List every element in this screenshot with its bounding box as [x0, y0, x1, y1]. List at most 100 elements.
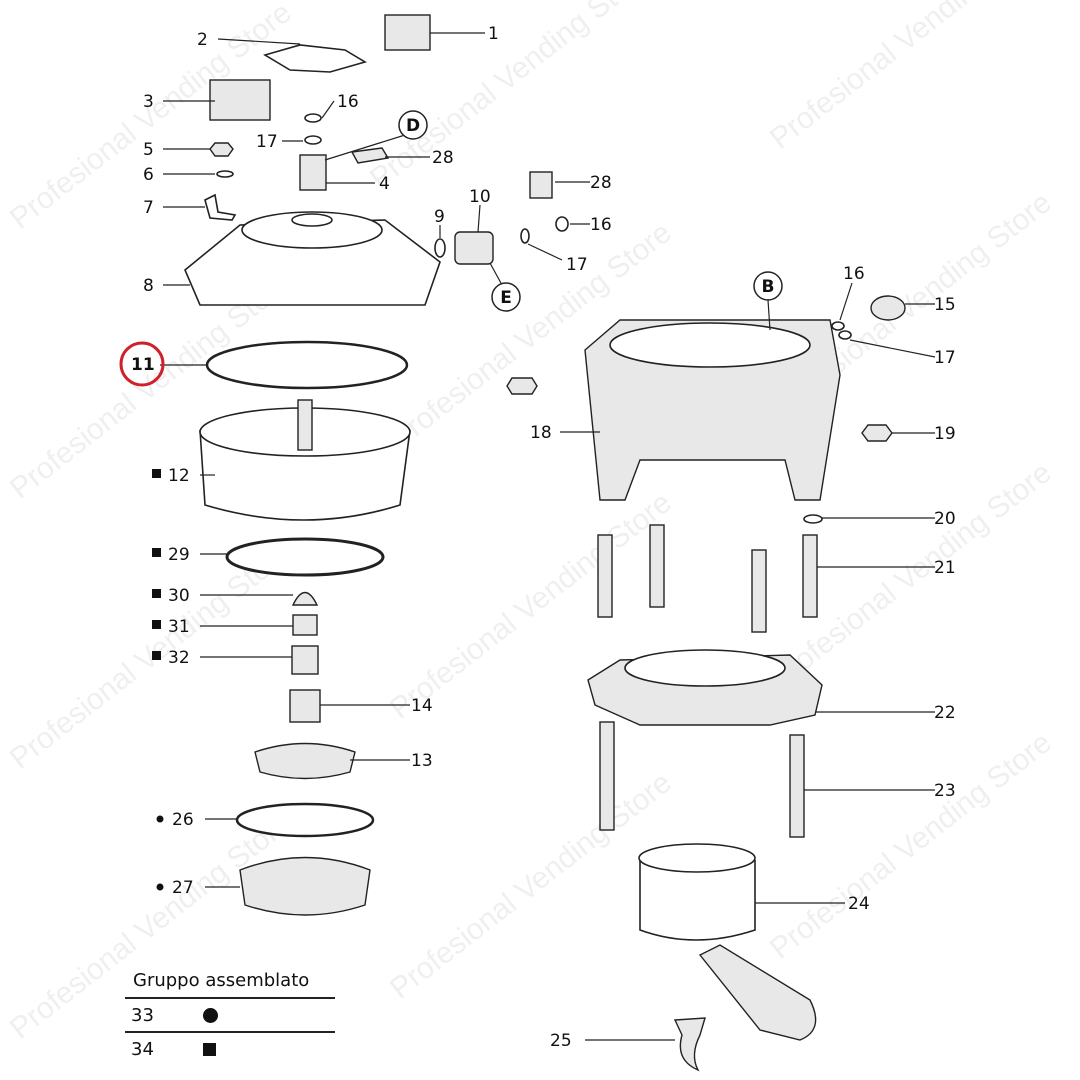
part-label-19: 19 [934, 424, 956, 444]
watermark: Profesional Vending Store [764, 0, 1058, 156]
leader-lines [160, 32, 936, 1041]
callout-b-label: B [762, 277, 775, 297]
part-16-washer-b [831, 321, 845, 331]
part-label-21: 21 [934, 558, 956, 578]
part-29-gasket [225, 537, 385, 577]
part-label-24: 24 [848, 894, 870, 914]
part-labels: 1 2 3 16 17 5 28 6 4 28 10 7 9 16 17 8 1… [131, 24, 956, 1051]
callout-e-label: E [500, 288, 512, 308]
part-1-clip [384, 14, 431, 51]
part-label-4: 4 [379, 174, 390, 194]
part-label-28: 28 [590, 173, 612, 193]
part-label-31: 31 [168, 617, 190, 637]
callout-d: D [398, 110, 428, 140]
part-19-nut [861, 424, 893, 442]
part-label-9: 9 [434, 207, 445, 227]
part-18-nut [506, 377, 538, 395]
part-label-29: 29 [168, 545, 190, 565]
part-label-22: 22 [934, 703, 956, 723]
square-marker [152, 469, 161, 478]
part-label-6: 6 [143, 165, 154, 185]
part-17-washer-b [838, 330, 852, 340]
part-label-17: 17 [934, 348, 956, 368]
part-label-25: 25 [550, 1031, 572, 1051]
square-marker [152, 620, 161, 629]
part-21-screw [802, 534, 818, 618]
part-4-fitting [299, 154, 327, 191]
part-14-spring [289, 689, 321, 723]
part-15-cap [870, 295, 906, 321]
part-label-16: 16 [337, 92, 359, 112]
part-label-18: 18 [530, 423, 552, 443]
part-label-20: 20 [934, 509, 956, 529]
part-label-27: 27 [172, 878, 194, 898]
part-18-group [584, 319, 841, 501]
part-21-screw [751, 549, 767, 633]
part-label-14: 14 [411, 696, 433, 716]
callout-b: B [753, 271, 783, 301]
circle-marker [156, 883, 164, 891]
part-3-clip [209, 79, 271, 121]
part-16-washer [304, 113, 322, 123]
callout-e: E [491, 282, 521, 312]
part-label-26: 26 [172, 810, 194, 830]
square-marker [152, 548, 161, 557]
part-label-32: 32 [168, 648, 190, 668]
part-label-13: 13 [411, 751, 433, 771]
part-label-16: 16 [590, 215, 612, 235]
part-28-clip-right [529, 171, 553, 199]
part-label-23: 23 [934, 781, 956, 801]
part-32-nut [291, 645, 319, 675]
part-label-30: 30 [168, 586, 190, 606]
part-17-washer [304, 135, 322, 145]
part-24-rim [638, 843, 756, 873]
part-label-8: 8 [143, 276, 154, 296]
watermark: Profesional Vending Store [764, 726, 1058, 966]
part-8-dome [241, 211, 383, 249]
part-8-head [184, 219, 441, 306]
part-label-2: 2 [197, 30, 208, 50]
part-9-washer [434, 238, 446, 258]
part-5-nut [209, 142, 234, 157]
part-23-screw [789, 734, 805, 838]
part-6-washer [216, 170, 234, 178]
part-11-gasket [205, 340, 409, 390]
part-7-bracket [204, 193, 237, 221]
part-label-15: 15 [934, 295, 956, 315]
part-30-cap [291, 591, 319, 606]
part-12-pin [297, 399, 313, 451]
square-marker [152, 589, 161, 598]
part-21-screw [597, 534, 613, 618]
part-16-washer-right [555, 216, 569, 232]
callout-d-label: D [406, 116, 420, 136]
part-label-17: 17 [566, 255, 588, 275]
part-24-portafilter [639, 860, 756, 941]
part-label-10: 10 [469, 187, 491, 207]
circle-marker-icon [203, 1007, 218, 1023]
part-20-washer [803, 514, 823, 524]
part-drawings [184, 14, 906, 1072]
legend-number: 33 [131, 1004, 154, 1026]
part-28-clip [350, 147, 390, 164]
part-label-3: 3 [143, 92, 154, 112]
square-marker-icon [203, 1042, 216, 1056]
legend-title: Gruppo assemblato [125, 970, 335, 999]
part-26-gasket [235, 802, 375, 838]
part-25-spout [673, 1017, 706, 1072]
part-17-washer-right [520, 228, 530, 244]
legend-number: 34 [131, 1038, 154, 1060]
part-label-12: 12 [168, 466, 190, 486]
part-21-screw [649, 524, 665, 608]
part-label-17: 17 [256, 132, 278, 152]
part-label-7: 7 [143, 198, 154, 218]
part-13-disc [254, 742, 356, 780]
part-24-handle [698, 944, 817, 1041]
assembly-legend: Gruppo assemblato 33 34 [125, 970, 335, 1065]
part-27-filter [239, 856, 371, 916]
part-18-ring [609, 322, 811, 368]
legend-row: 34 [125, 1033, 335, 1065]
part-23-screw [599, 721, 615, 831]
part-label-28: 28 [432, 148, 454, 168]
